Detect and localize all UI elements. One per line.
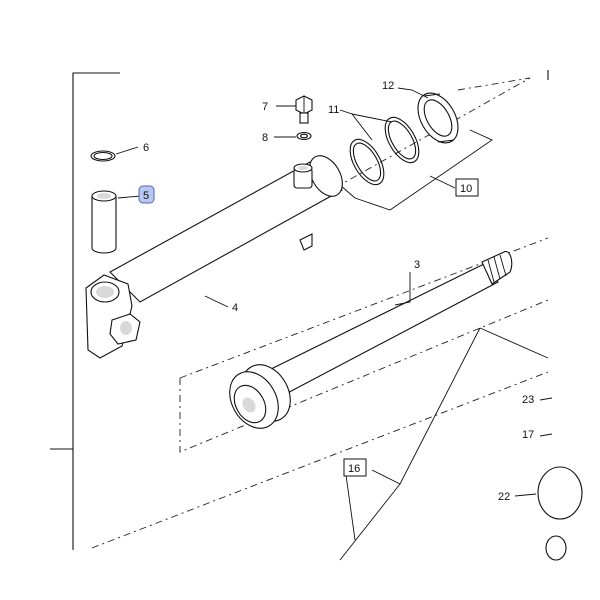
callout-12: 12 <box>382 80 394 92</box>
cylinder-barrel-part-4 <box>85 155 343 359</box>
callout-23: 23 <box>522 394 534 406</box>
callout-7: 7 <box>262 101 268 113</box>
callout-3: 3 <box>414 259 420 271</box>
frame-bracket <box>50 70 549 550</box>
component-part-22 <box>537 466 583 561</box>
bushing-part-5 <box>91 190 117 254</box>
callout-22: 22 <box>498 491 510 503</box>
callout-labels: 3 4 5 6 7 8 10 11 12 16 17 22 23 <box>138 80 534 503</box>
leader-lines <box>115 87 553 561</box>
bleed-screw-part-7 <box>295 95 313 124</box>
callout-6: 6 <box>143 142 149 154</box>
callout-17: 17 <box>522 429 534 441</box>
callout-10: 10 <box>460 183 472 195</box>
callout-16: 16 <box>348 463 360 475</box>
callout-5: 5 <box>143 190 149 202</box>
ring-part-6 <box>90 150 116 162</box>
seal-kit-outline <box>339 129 493 211</box>
piston-rod-part-3 <box>229 250 513 429</box>
callout-4: 4 <box>232 302 238 314</box>
callout-8: 8 <box>262 132 268 144</box>
washer-part-8 <box>296 131 312 141</box>
o-rings-part-11 <box>349 116 420 186</box>
guide-ring-part-12 <box>417 92 459 144</box>
callout-11: 11 <box>328 104 339 116</box>
